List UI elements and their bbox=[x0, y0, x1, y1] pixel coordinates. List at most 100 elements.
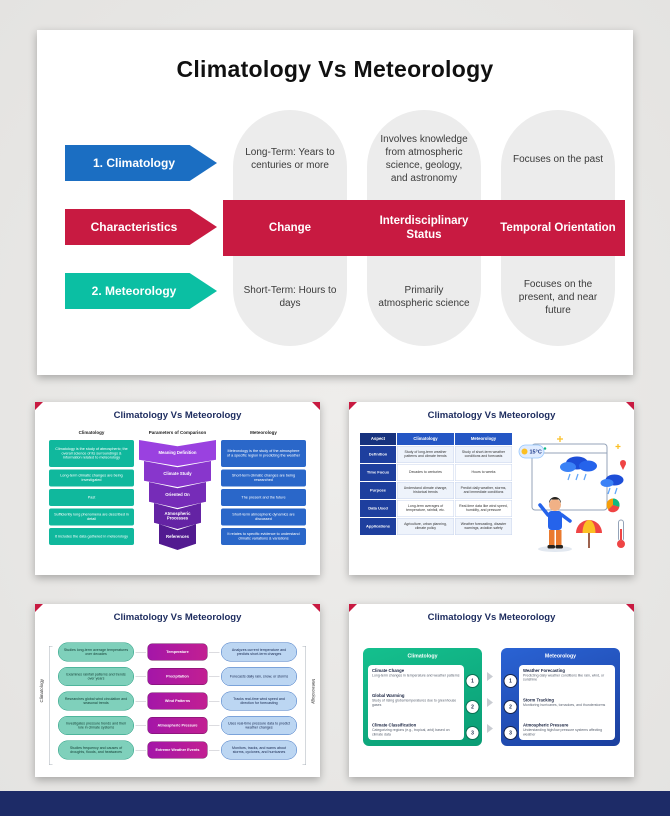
row-arrow-meteorology: 2. Meteorology bbox=[65, 273, 217, 309]
meteorology-temporal-text: Focuses on the present, and near future bbox=[518, 278, 598, 316]
parameter-box: Atmospheric Pressure bbox=[147, 717, 208, 734]
meteorology-change-text: Short-Term: Hours to days bbox=[243, 285, 337, 309]
chevron-right-icon bbox=[487, 672, 493, 681]
climatology-interdisciplinary-text: Involves knowledge from atmospheric scie… bbox=[380, 134, 468, 184]
row-arrow-characteristics: Characteristics bbox=[65, 209, 217, 245]
characteristic-interdisciplinary-label: Interdisciplinary Status bbox=[357, 200, 491, 256]
meteorology-cell: It relates to specific evidence to under… bbox=[221, 528, 306, 545]
climatology-cell: Sufficiently long phenomena are describe… bbox=[49, 508, 134, 526]
table-cell: Weather forecasting, disaster warnings, … bbox=[455, 518, 512, 535]
panel-item: Storm Tracking Monitoring hurricanes, to… bbox=[523, 697, 611, 707]
connector-line bbox=[209, 725, 220, 726]
flow-row-temperature: Studies long-term average temperatures o… bbox=[58, 642, 297, 662]
meteorology-item: Analyzes current temperature and predict… bbox=[221, 642, 297, 662]
table-row-label: Applications bbox=[360, 518, 396, 535]
corner-accent-icon bbox=[626, 604, 634, 612]
item-description: Monitoring hurricanes, tornadoes, and th… bbox=[523, 703, 606, 707]
pie-chart-icon bbox=[606, 498, 620, 513]
corner-accent-icon bbox=[312, 402, 320, 410]
table-cell: Real-time data like wind speed, humidity… bbox=[455, 500, 512, 517]
footer-bar bbox=[0, 791, 670, 816]
slide-chevron-canvas: Climatology Vs Meteorology Climatology P… bbox=[35, 402, 320, 575]
table-cell: Study of short-term weather conditions a… bbox=[455, 446, 512, 463]
meteorology-cell: Short-term atmospheric dynamics are disc… bbox=[221, 508, 306, 526]
item-description: Study of rising global temperatures due … bbox=[372, 699, 457, 707]
slide-flow-canvas: Climatology Vs Meteorology Climatology M… bbox=[35, 604, 320, 777]
slide-main-thumbnail[interactable]: Climatology Vs Meteorology 1. Climatolog… bbox=[37, 30, 633, 375]
slide-aspect-canvas: Climatology Vs Meteorology Aspect Climat… bbox=[349, 402, 634, 575]
meteorology-cell: The present and the future bbox=[221, 489, 306, 506]
table-header-aspect: Aspect bbox=[360, 433, 396, 445]
climatology-cell: Past bbox=[49, 489, 134, 506]
connector-line bbox=[135, 700, 146, 702]
climatology-change-text: Long-Term: Years to centuries or more bbox=[245, 147, 335, 171]
rain-cloud-icon bbox=[560, 456, 597, 481]
column-header-parameters: Parameters of Comparison bbox=[148, 430, 207, 435]
slide-title: Climatology Vs Meteorology bbox=[113, 612, 242, 623]
panel-item: Climate Change Long-term changes in temp… bbox=[372, 668, 460, 678]
connector-line bbox=[135, 651, 146, 653]
connector-line bbox=[135, 676, 146, 677]
panel-item: Atmospheric Pressure Understanding high/… bbox=[523, 723, 611, 737]
table-cell: Long-term averages of temperature, rainf… bbox=[397, 500, 454, 517]
slide-panels-thumbnail[interactable]: Climatology Vs Meteorology Climatology C… bbox=[349, 604, 634, 777]
slide-flow-thumbnail[interactable]: Climatology Vs Meteorology Climatology M… bbox=[35, 604, 320, 777]
corner-accent-icon bbox=[35, 604, 43, 612]
climatology-cell: Long-term climatic changes are being inv… bbox=[49, 469, 134, 487]
comparison-pill-change: Long-Term: Years to centuries or more Ch… bbox=[223, 110, 357, 346]
slide-panels-canvas: Climatology Vs Meteorology Climatology C… bbox=[349, 604, 634, 777]
climatology-item: Studies frequency and causes of droughts… bbox=[58, 740, 134, 760]
table-row-label: Purpose bbox=[360, 482, 396, 499]
item-description: Understanding high/low pressure systems … bbox=[523, 728, 603, 737]
parameter-box: Temperature bbox=[147, 643, 208, 661]
item-description: Long-term changes in temperature and wea… bbox=[372, 674, 460, 678]
connector-line bbox=[209, 651, 220, 653]
connector-line bbox=[209, 700, 220, 702]
item-title: Climate Classification bbox=[372, 722, 417, 728]
slide-aspect-table-thumbnail[interactable]: Climatology Vs Meteorology Aspect Climat… bbox=[349, 402, 634, 575]
table-row-label: Data Used bbox=[360, 500, 396, 517]
flow-rows: Studies long-term average temperatures o… bbox=[58, 642, 297, 760]
flow-row-precipitation: Examines rainfall patterns and trends ov… bbox=[58, 667, 297, 687]
comparison-pill-temporal: Focuses on the past Temporal Orientation… bbox=[491, 110, 625, 346]
item-title: Climate Change bbox=[372, 668, 405, 673]
item-title: Storm Tracking bbox=[523, 697, 554, 703]
comparison-pill-interdisciplinary: Involves knowledge from atmospheric scie… bbox=[357, 110, 491, 346]
flow-row-atmospheric-pressure: Investigates pressure trends and their r… bbox=[58, 716, 297, 736]
location-pin-icon bbox=[620, 460, 626, 470]
climatology-item: Investigates pressure trends and their r… bbox=[58, 716, 134, 735]
meteorology-panel: Meteorology Weather Forecasting Predicti… bbox=[501, 648, 620, 746]
parameters-funnel: Meaning Definition Climate Study Oriente… bbox=[139, 440, 216, 550]
parameter-box: Extreme Weather Events bbox=[147, 741, 208, 759]
flow-row-wind-patterns: Researches global wind circulation and s… bbox=[58, 691, 297, 711]
slide-title: Climatology Vs Meteorology bbox=[427, 612, 556, 623]
column-header-meteorology: Meteorology bbox=[250, 430, 277, 435]
axis-label-climatology: Climatology bbox=[39, 679, 44, 703]
climatology-panel: Climatology Climate Change Long-term cha… bbox=[363, 648, 482, 746]
table-header-meteorology: Meteorology bbox=[455, 433, 512, 445]
chevron-right-icon bbox=[487, 724, 493, 733]
corner-accent-icon bbox=[349, 604, 357, 612]
climatology-cell: It includes the data gathered in meteoro… bbox=[49, 528, 134, 545]
meteorology-item: Uses real-time pressure data to predict … bbox=[221, 716, 297, 735]
item-description: Predicting daily weather conditions like… bbox=[523, 674, 605, 682]
climatology-temporal-text: Focuses on the past bbox=[512, 153, 604, 165]
row-arrow-climatology: 1. Climatology bbox=[65, 145, 217, 181]
person-illustration bbox=[538, 497, 572, 552]
sparkle-icon bbox=[557, 436, 621, 449]
parameter-box: Precipitation bbox=[147, 668, 208, 685]
table-cell: Decades to centuries bbox=[397, 464, 454, 481]
table-cell: Agriculture, urban planning, climate pol… bbox=[397, 518, 454, 535]
slide-chevron-table-thumbnail[interactable]: Climatology Vs Meteorology Climatology P… bbox=[35, 402, 320, 575]
table-cell: Hours to weeks bbox=[455, 464, 512, 481]
thermometer-icon bbox=[617, 519, 625, 548]
table-row-label: Definition bbox=[360, 446, 396, 463]
climatology-cell: Climatology is the study of atmospheric;… bbox=[49, 440, 134, 467]
item-title: Global Warming bbox=[372, 693, 405, 699]
meteorology-item: Forecasts daily rain, snow, or storms bbox=[221, 667, 297, 686]
climatology-item: Examines rainfall patterns and trends ov… bbox=[58, 667, 134, 686]
meteorology-panel-body: Weather Forecasting Predicting daily wea… bbox=[519, 665, 615, 740]
item-title: Atmospheric Pressure bbox=[523, 722, 569, 728]
climatology-column: Climatology is the study of atmospheric;… bbox=[49, 440, 134, 545]
climatology-panel-body: Climate Change Long-term changes in temp… bbox=[368, 665, 464, 740]
